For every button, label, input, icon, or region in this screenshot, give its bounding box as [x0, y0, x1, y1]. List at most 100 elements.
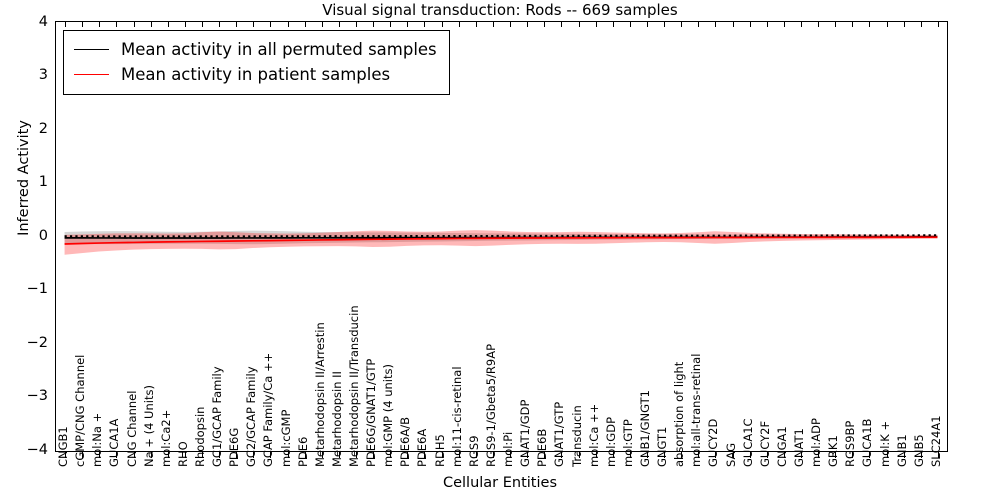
y-tick-label: −2	[26, 334, 48, 351]
x-tick-mark	[82, 452, 84, 458]
x-tick-mark	[184, 452, 186, 458]
x-tick-mark-top	[920, 21, 922, 27]
x-tick-mark	[356, 452, 358, 458]
x-tick-label: absorption of light	[672, 361, 687, 467]
x-tick-mark-top	[629, 21, 631, 27]
x-tick-mark-top	[356, 21, 358, 27]
x-tick-mark-top	[527, 21, 529, 27]
x-tick-label: Metarhodopsin II/Transducin	[347, 305, 362, 467]
x-tick-mark-top	[715, 21, 717, 27]
x-tick-mark	[818, 452, 820, 458]
legend-label-permuted: Mean activity in all permuted samples	[121, 40, 437, 59]
x-tick-mark-top	[886, 21, 888, 27]
x-tick-mark	[321, 452, 323, 458]
x-tick-mark-top	[390, 21, 392, 27]
x-tick-mark-top	[133, 21, 135, 27]
x-tick-mark-top	[766, 21, 768, 27]
legend-line-red-icon	[74, 74, 109, 75]
x-tick-mark	[869, 452, 871, 458]
x-tick-label: RHO	[175, 441, 190, 467]
x-tick-mark	[612, 452, 614, 458]
x-tick-label: GUCA1B	[860, 418, 875, 467]
x-tick-mark	[373, 452, 375, 458]
x-tick-mark	[766, 452, 768, 458]
x-tick-label: CNG Channel	[124, 390, 139, 467]
x-tick-mark	[441, 452, 443, 458]
y-tick-label: 1	[38, 174, 48, 190]
x-tick-mark-top	[578, 21, 580, 27]
x-tick-mark	[65, 452, 67, 458]
y-tick-label: 2	[38, 120, 48, 137]
x-tick-label: GNB1	[894, 434, 909, 467]
x-tick-label: GC1/GCAP Family	[210, 366, 225, 467]
x-tick-mark-top	[783, 21, 785, 27]
x-tick-label: GNB1/GNGT1	[637, 390, 652, 467]
x-tick-mark	[629, 452, 631, 458]
x-tick-mark-top	[561, 21, 563, 27]
legend-item-patient: Mean activity in patient samples	[74, 62, 437, 87]
x-tick-label: GNGT1	[655, 426, 670, 467]
y-tick-label: −4	[26, 441, 48, 458]
x-tick-label: mol:GMP (4 units)	[381, 364, 396, 467]
x-tick-mark-top	[903, 21, 905, 27]
x-tick-label: mol:Ca2+	[158, 409, 173, 467]
x-tick-label: GNAT1/GDP	[518, 399, 533, 467]
x-tick-mark	[510, 452, 512, 458]
x-tick-mark-top	[801, 21, 803, 27]
x-tick-mark	[903, 452, 905, 458]
x-tick-mark	[236, 452, 238, 458]
x-tick-label: GNAT1	[792, 428, 807, 467]
x-tick-mark-top	[818, 21, 820, 27]
legend-label-patient: Mean activity in patient samples	[121, 65, 391, 84]
x-tick-mark-top	[732, 21, 734, 27]
x-tick-label: Metarhodopsin II	[329, 371, 344, 467]
x-tick-mark-top	[373, 21, 375, 27]
legend-item-permuted: Mean activity in all permuted samples	[74, 37, 437, 62]
x-tick-label: GC2/GCAP Family	[244, 366, 259, 467]
x-tick-label: GCAP Family/Ca ++	[261, 352, 276, 467]
x-tick-label: mol:cGMP	[278, 409, 293, 467]
x-tick-mark-top	[595, 21, 597, 27]
x-tick-mark-top	[492, 21, 494, 27]
x-tick-mark-top	[698, 21, 700, 27]
x-tick-mark	[937, 452, 939, 458]
x-tick-mark-top	[544, 21, 546, 27]
x-tick-mark	[732, 452, 734, 458]
x-tick-label: GNB5	[911, 434, 926, 467]
x-tick-label: GUCY2F	[757, 420, 772, 467]
x-tick-mark	[527, 452, 529, 458]
x-tick-label: GUCA1A	[107, 418, 122, 467]
x-tick-mark-top	[167, 21, 169, 27]
x-tick-mark-top	[424, 21, 426, 27]
legend-line-black-icon	[74, 49, 109, 50]
x-tick-mark	[390, 452, 392, 458]
x-tick-mark	[150, 452, 152, 458]
x-tick-label: mol:11-cis-retinal	[449, 366, 464, 467]
x-tick-label: Transducin	[569, 405, 584, 467]
y-tick-label: 3	[38, 67, 48, 83]
x-tick-label: mol:Ca ++	[586, 403, 601, 467]
series-layer	[64, 230, 938, 255]
confidence-band	[64, 230, 938, 255]
x-tick-mark	[304, 452, 306, 458]
x-tick-mark-top	[150, 21, 152, 27]
x-tick-mark	[595, 452, 597, 458]
x-tick-label: mol:GDP	[603, 416, 618, 467]
x-tick-mark-top	[338, 21, 340, 27]
x-tick-label: CNGB1	[56, 426, 71, 467]
x-tick-mark	[852, 452, 854, 458]
x-tick-label: RGS9	[466, 435, 481, 467]
x-tick-label: PDE6A/B	[398, 416, 413, 467]
x-tick-mark	[646, 452, 648, 458]
y-tick-label: 4	[38, 13, 48, 30]
x-tick-mark	[253, 452, 255, 458]
x-tick-mark	[681, 452, 683, 458]
x-tick-mark	[201, 452, 203, 458]
x-tick-mark	[561, 452, 563, 458]
y-tick-label: −1	[26, 281, 48, 297]
x-tick-mark-top	[82, 21, 84, 27]
x-tick-mark	[167, 452, 169, 458]
x-tick-label: mol:Pi	[501, 431, 516, 467]
x-tick-label: mol:ADP	[809, 418, 824, 467]
x-tick-mark-top	[304, 21, 306, 27]
